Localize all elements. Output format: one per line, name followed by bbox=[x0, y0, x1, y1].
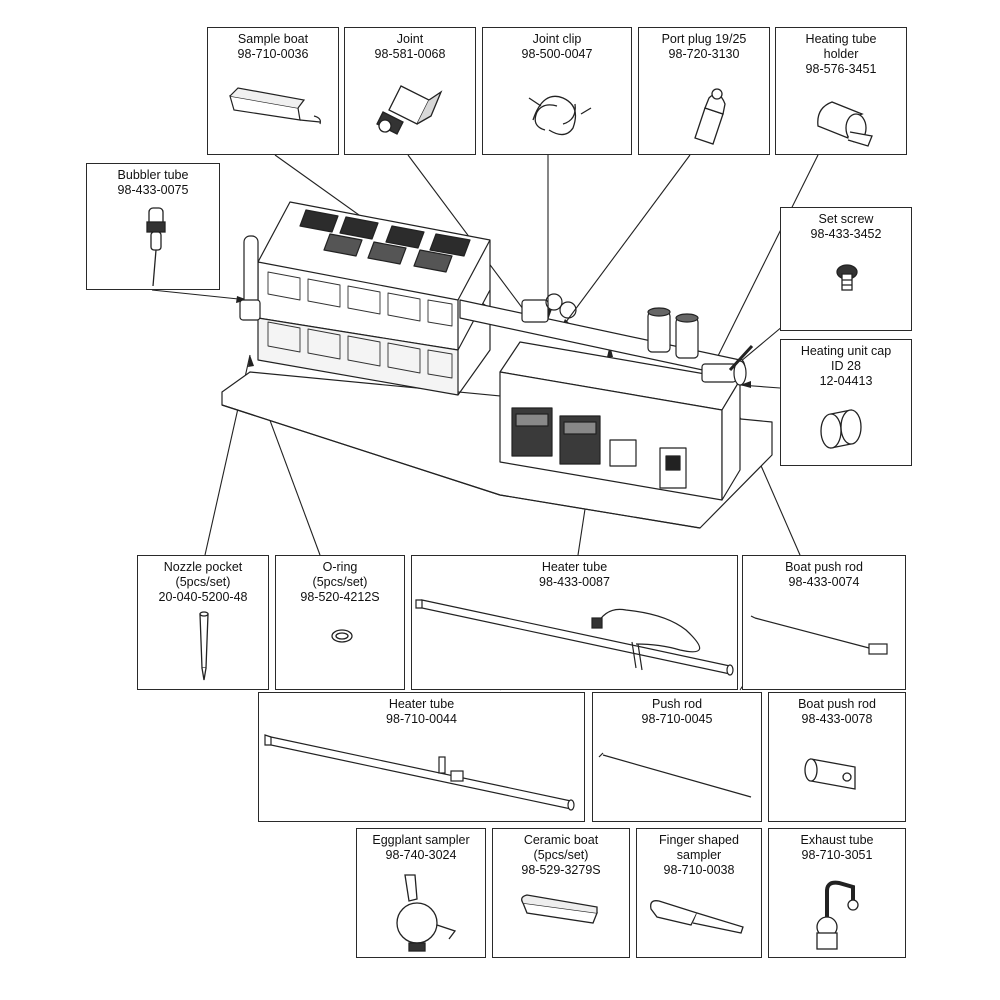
part-name: Finger shaped bbox=[659, 833, 739, 847]
part-line: (5pcs/set) bbox=[533, 848, 589, 862]
callout-sample-boat: Sample boat 98-710-0036 bbox=[207, 27, 339, 155]
part-name: Heating tube bbox=[805, 32, 877, 46]
push-rod-icon bbox=[598, 752, 752, 798]
callout-boat-push-rod-b: Boat push rod 98-433-0078 bbox=[768, 692, 906, 822]
joint-icon bbox=[376, 85, 443, 135]
part-name: Joint bbox=[396, 32, 424, 46]
part-number: 98-710-0044 bbox=[386, 712, 457, 726]
callout-joint-clip: Joint clip 98-500-0047 bbox=[482, 27, 632, 155]
callout-heating-tube-holder: Heating tube holder 98-576-3451 bbox=[775, 27, 907, 155]
part-number: 98-433-0078 bbox=[801, 712, 873, 726]
part-name: Heating unit cap bbox=[800, 344, 892, 358]
callout-boat-push-rod-a: Boat push rod 98-433-0074 bbox=[742, 555, 906, 690]
part-number: 98-520-4212S bbox=[300, 590, 380, 604]
callout-heater-tube-b: Heater tube 98-710-0044 bbox=[258, 692, 585, 822]
callout-set-screw: Set screw 98-433-3452 bbox=[780, 207, 912, 331]
joint-clip-icon bbox=[528, 95, 592, 136]
callout-joint: Joint 98-581-0068 bbox=[344, 27, 476, 155]
part-number: 98-433-3452 bbox=[810, 227, 882, 241]
eggplant-sampler-icon bbox=[396, 874, 457, 952]
part-number: 98-740-3024 bbox=[385, 848, 457, 862]
part-number: 12-04413 bbox=[819, 374, 873, 388]
nozzle-pocket-icon bbox=[199, 611, 209, 681]
part-line: ID 28 bbox=[831, 359, 861, 373]
part-name: Port plug 19/25 bbox=[661, 32, 747, 46]
heating-tube-holder-icon bbox=[817, 101, 873, 147]
part-name: Ceramic boat bbox=[523, 833, 599, 847]
o-ring-icon bbox=[331, 629, 353, 643]
part-line: (5pcs/set) bbox=[312, 575, 368, 589]
part-number: 98-720-3130 bbox=[668, 47, 740, 61]
part-name: Nozzle pocket bbox=[163, 560, 243, 574]
boat-push-rod-a-icon bbox=[750, 615, 888, 655]
part-name: Boat push rod bbox=[785, 560, 863, 574]
part-number: 98-433-0087 bbox=[539, 575, 610, 589]
part-number: 98-581-0068 bbox=[374, 47, 446, 61]
callout-o-ring: O-ring (5pcs/set) 98-520-4212S bbox=[275, 555, 405, 690]
part-name: Joint clip bbox=[532, 32, 582, 46]
heating-unit-cap-icon bbox=[820, 409, 862, 449]
part-number: 98-433-0075 bbox=[117, 183, 189, 197]
part-name: Push rod bbox=[651, 697, 703, 711]
part-name: Eggplant sampler bbox=[372, 833, 470, 847]
callout-heating-unit-cap: Heating unit cap ID 28 12-04413 bbox=[780, 339, 912, 466]
callout-ceramic-boat: Ceramic boat (5pcs/set) 98-529-3279S bbox=[492, 828, 630, 958]
part-name: O-ring bbox=[322, 560, 358, 574]
ceramic-boat-icon bbox=[521, 894, 598, 924]
part-line: holder bbox=[823, 47, 859, 61]
part-number: 98-710-0045 bbox=[641, 712, 713, 726]
sample-boat-icon bbox=[229, 87, 321, 125]
callout-exhaust-tube: Exhaust tube 98-710-3051 bbox=[768, 828, 906, 958]
callout-bubbler-tube: Bubbler tube 98-433-0075 bbox=[86, 163, 220, 290]
exhaust-tube-icon bbox=[816, 880, 859, 950]
part-number: 98-710-3051 bbox=[801, 848, 873, 862]
callout-push-rod: Push rod 98-710-0045 bbox=[592, 692, 762, 822]
heater-tube-a-icon bbox=[415, 599, 734, 676]
part-name: Heater tube bbox=[541, 560, 608, 574]
part-name: Set screw bbox=[818, 212, 874, 226]
heater-tube-b-icon bbox=[264, 734, 575, 811]
part-name: Bubbler tube bbox=[117, 168, 189, 182]
callout-heater-tube-a: Heater tube 98-433-0087 bbox=[411, 555, 738, 690]
part-number: 98-529-3279S bbox=[521, 863, 601, 877]
bubbler-tube-icon bbox=[146, 207, 166, 287]
callout-eggplant-sampler: Eggplant sampler 98-740-3024 bbox=[356, 828, 486, 958]
set-screw-icon bbox=[836, 264, 858, 291]
finger-sampler-icon bbox=[650, 900, 744, 934]
part-name: Heater tube bbox=[388, 697, 455, 711]
callout-nozzle-pocket: Nozzle pocket (5pcs/set) 20-040-5200-48 bbox=[137, 555, 269, 690]
callout-port-plug: Port plug 19/25 98-720-3130 bbox=[638, 27, 770, 155]
part-number: 20-040-5200-48 bbox=[158, 590, 248, 604]
part-line: (5pcs/set) bbox=[175, 575, 231, 589]
part-number: 98-500-0047 bbox=[521, 47, 593, 61]
part-line: sampler bbox=[676, 848, 722, 862]
part-number: 98-576-3451 bbox=[805, 62, 877, 76]
boat-push-rod-b-icon bbox=[804, 758, 856, 790]
part-number: 98-433-0074 bbox=[788, 575, 860, 589]
callout-finger-sampler: Finger shaped sampler 98-710-0038 bbox=[636, 828, 762, 958]
part-name: Boat push rod bbox=[798, 697, 876, 711]
part-name: Sample boat bbox=[237, 32, 309, 46]
port-plug-icon bbox=[694, 88, 726, 145]
part-number: 98-710-0038 bbox=[663, 863, 735, 877]
part-number: 98-710-0036 bbox=[237, 47, 309, 61]
part-name: Exhaust tube bbox=[800, 833, 874, 847]
